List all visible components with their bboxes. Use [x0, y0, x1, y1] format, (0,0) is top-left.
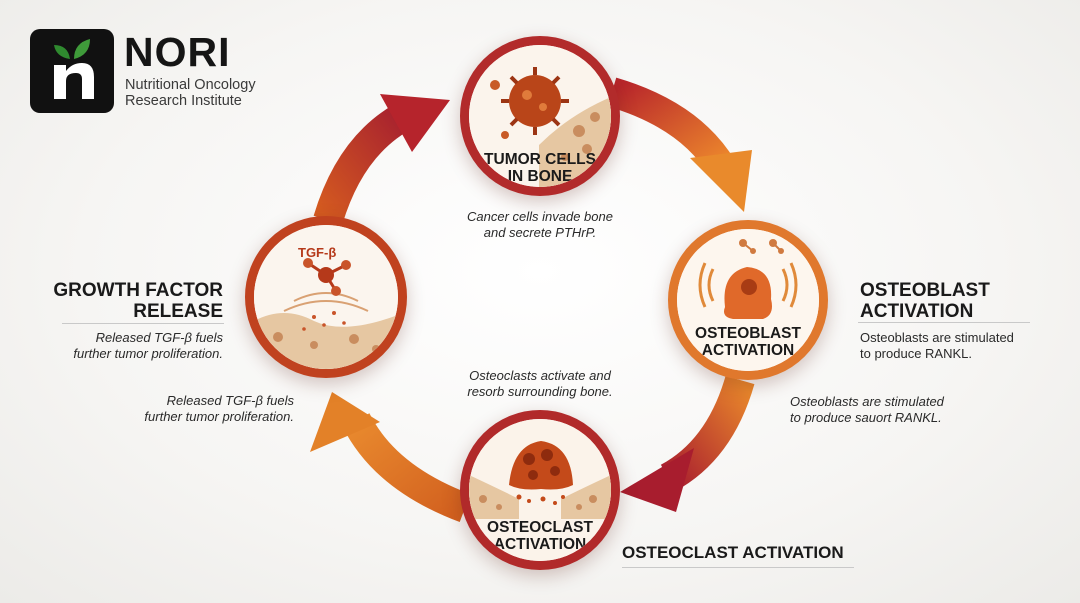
growth-heading-line2: RELEASE: [133, 301, 223, 322]
growth-caption-line2: further tumor proliferation.: [144, 409, 294, 424]
particles-icon: [302, 311, 346, 331]
leaf-n-icon: [54, 39, 94, 99]
node-osteoclast-activation: OSTEOCLAST ACTIVATION: [460, 410, 620, 570]
virus-cell-icon: [490, 67, 569, 139]
molecule-icon: [739, 239, 784, 254]
osteoclast-caption-line2: resorb surrounding bone.: [467, 384, 613, 399]
growth-desc-line2: further tumor proliferation.: [73, 346, 223, 361]
osteoblast-label-line2: ACTIVATION: [701, 342, 795, 359]
release-waves-icon: [283, 292, 369, 312]
growth-description: Released TGF-β fuels further tumor proli…: [40, 330, 223, 362]
osteoblast-description: Osteoblasts are stimulated to produce RA…: [860, 330, 1060, 362]
tumor-label-line1: TUMOR CELLS: [484, 151, 596, 168]
osteoclast-caption-line1: Osteoclasts activate and: [469, 368, 611, 383]
tumor-label-line2: IN BONE: [507, 168, 573, 185]
bone-fragments-icon: [516, 494, 565, 505]
osteoclast-heading: OSTEOCLAST ACTIVATION: [622, 543, 844, 562]
tumor-caption-line1: Cancer cells invade bone: [467, 209, 613, 224]
osteoblast-caption: Osteoblasts are stimulated to produce sa…: [790, 394, 990, 426]
osteoclast-divider: [622, 567, 854, 568]
tumor-cell-illustration: [469, 45, 611, 187]
molecule-icon: [303, 258, 351, 296]
osteoclast-caption: Osteoclasts activate and resorb surround…: [450, 368, 630, 400]
osteoclast-cell-icon: [509, 441, 573, 490]
growth-caption: Released TGF-β fuels further tumor proli…: [110, 393, 294, 425]
signal-waves-icon: [698, 262, 798, 308]
osteoblast-divider: [858, 322, 1030, 323]
osteoblast-caption-line1: Osteoblasts are stimulated: [790, 394, 944, 409]
node-osteoblast-activation: OSTEOBLAST ACTIVATION: [668, 220, 828, 380]
arrow-osteoblast-to-osteoclast: [620, 375, 755, 512]
logo-wordmark: NORI: [124, 29, 231, 75]
logo-subtitle-line2: Research Institute: [125, 93, 242, 109]
osteoclast-label-line2: ACTIVATION: [493, 536, 587, 553]
osteoblast-desc-line2: to produce RANKL.: [860, 346, 973, 361]
growth-heading-line1: GROWTH FACTOR: [53, 280, 223, 301]
nori-logo-mark: [30, 29, 114, 113]
osteoblast-heading: OSTEOBLAST ACTIVATION: [860, 280, 1060, 322]
osteoblast-cell-icon: [724, 267, 772, 319]
osteoblast-caption-line2: to produce sauort RANKL.: [790, 410, 942, 425]
node-growth-factor-release: TGF-β: [245, 216, 407, 378]
osteoblast-desc-line1: Osteoblasts are stimulated: [860, 330, 1014, 345]
growth-desc-line1: Released TGF-β fuels: [95, 330, 223, 345]
tumor-caption: Cancer cells invade bone and secrete PTH…: [450, 209, 630, 241]
osteoblast-label-line1: OSTEOBLAST: [695, 325, 801, 342]
osteoblast-heading-line2: ACTIVATION: [860, 301, 974, 322]
arrow-growth-to-tumor: [313, 94, 450, 225]
tgf-beta-tag: TGF-β: [298, 245, 337, 260]
arrow-osteoclast-to-growth: [310, 392, 471, 523]
node-tumor-cells: TUMOR CELLS IN BONE: [460, 36, 620, 196]
tgf-beta-illustration: [254, 225, 398, 369]
osteoblast-heading-line1: OSTEOBLAST: [860, 280, 990, 301]
logo-subtitle-line1: Nutritional Oncology: [125, 77, 256, 93]
growth-heading: GROWTH FACTOR RELEASE: [40, 280, 223, 322]
growth-caption-line1: Released TGF-β fuels: [166, 393, 294, 408]
osteoclast-illustration: [469, 419, 611, 561]
osteoblast-illustration: [677, 229, 819, 371]
tumor-caption-line2: and secrete PTHrP.: [483, 225, 597, 240]
arrow-tumor-to-osteoblast: [607, 77, 752, 212]
growth-divider: [62, 323, 224, 324]
osteoclast-label-line1: OSTEOCLAST: [487, 519, 593, 536]
